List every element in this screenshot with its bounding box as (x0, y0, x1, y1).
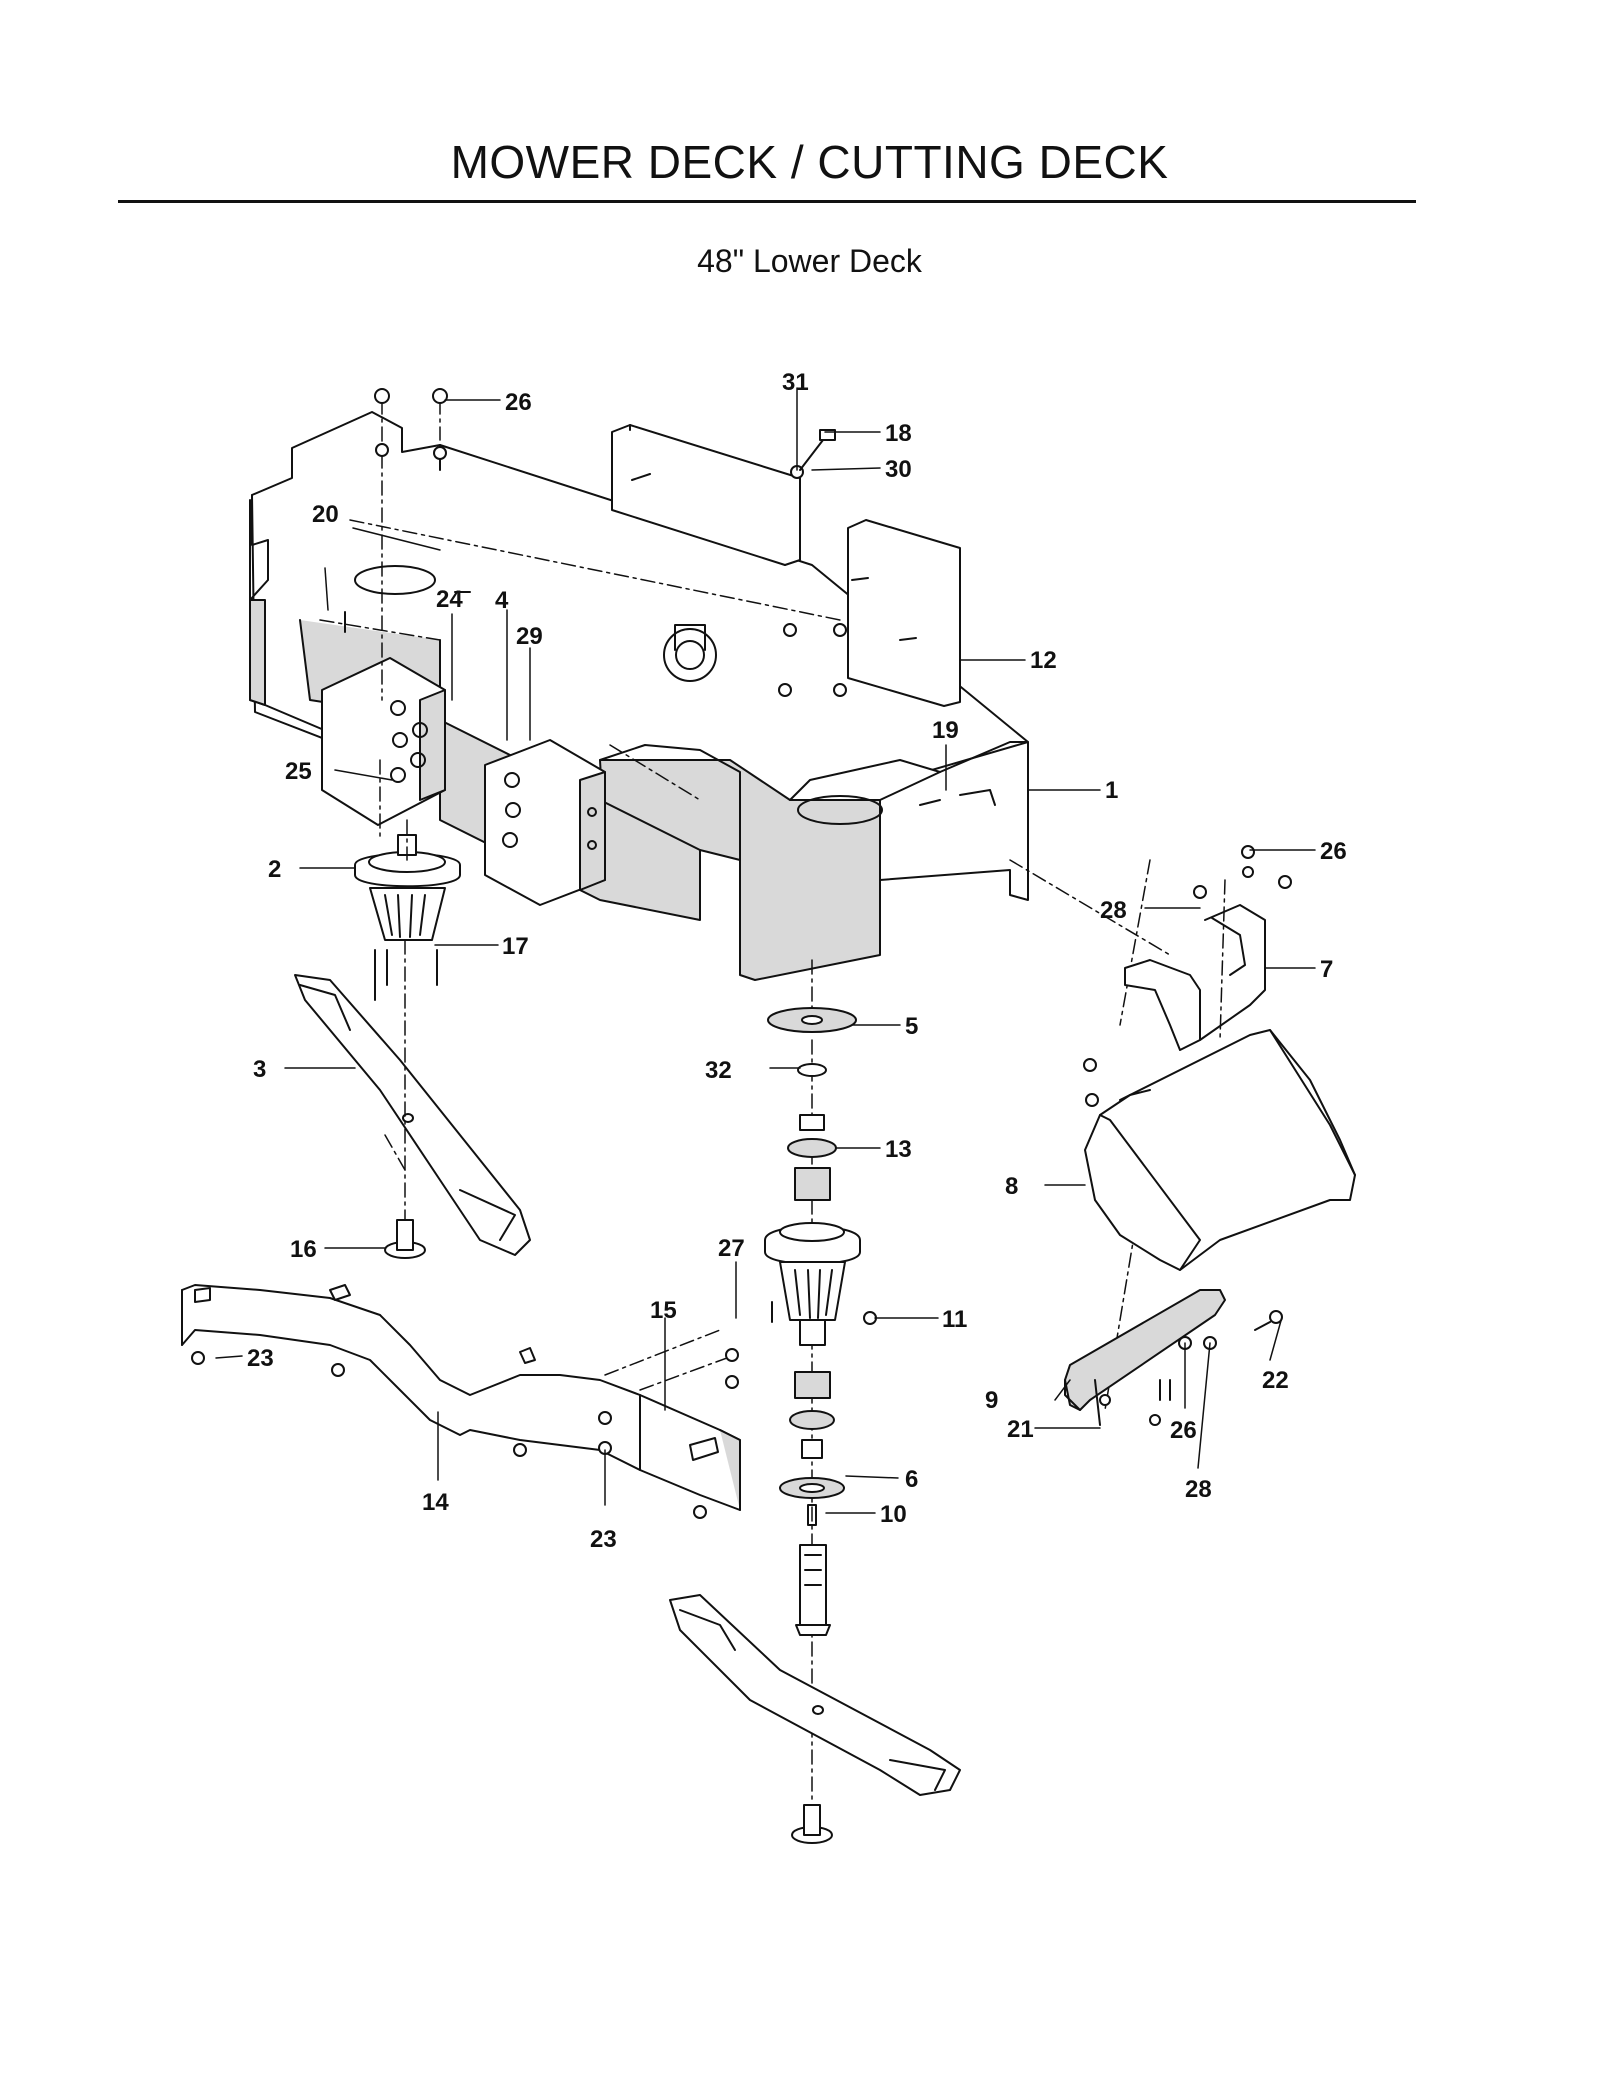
title-rule (118, 200, 1416, 203)
callout-23b: 23 (590, 1526, 617, 1553)
callout-4: 4 (495, 587, 509, 614)
callout-20: 20 (312, 501, 339, 528)
deck-skirt (181, 1284, 741, 1519)
callout-23a: 23 (247, 1345, 274, 1372)
page-title: MOWER DECK / CUTTING DECK (450, 136, 1169, 188)
callout-28b: 28 (1185, 1476, 1212, 1503)
callout-3: 3 (253, 1056, 266, 1083)
callout-27: 27 (718, 1235, 745, 1262)
callout-32: 32 (705, 1057, 732, 1084)
callout-6: 6 (905, 1466, 918, 1493)
chute-hinge-bracket (1064, 1289, 1226, 1411)
left-spindle-housing (354, 834, 461, 941)
callout-15: 15 (650, 1297, 677, 1324)
discharge-chute (1084, 1029, 1356, 1271)
callout-31: 31 (782, 369, 809, 396)
callout-8: 8 (1005, 1173, 1018, 1200)
callout-26c: 26 (1170, 1417, 1197, 1444)
callout-28a: 28 (1100, 897, 1127, 924)
callout-leaders (215, 387, 1316, 1514)
fastener-hardware (344, 388, 1292, 1426)
callout-2: 2 (268, 856, 281, 883)
deck-baffles (611, 424, 961, 707)
callout-17: 17 (502, 933, 529, 960)
callout-labels: 1 2 3 4 5 6 7 8 9 10 11 12 13 14 15 16 1… (247, 369, 1347, 1553)
callout-7: 7 (1320, 956, 1333, 983)
center-blade (669, 1594, 961, 1796)
callout-12: 12 (1030, 647, 1057, 674)
callout-11: 11 (942, 1306, 967, 1333)
callout-29: 29 (516, 623, 543, 650)
callout-5: 5 (905, 1013, 918, 1040)
callout-18: 18 (885, 420, 912, 447)
callout-9: 9 (985, 1387, 998, 1414)
chute-mount-bracket (1124, 904, 1266, 1051)
callout-30: 30 (885, 456, 912, 483)
center-blade-adapter (791, 1804, 833, 1844)
callout-19: 19 (932, 717, 959, 744)
callout-14: 14 (422, 1489, 449, 1516)
callout-22: 22 (1262, 1367, 1289, 1394)
left-blade-adapter (384, 1219, 426, 1259)
callout-21: 21 (1007, 1416, 1034, 1443)
spindle-mount-brackets (321, 657, 606, 906)
callout-26b: 26 (1320, 838, 1347, 865)
page-subtitle: 48" Lower Deck (697, 243, 922, 279)
callout-26a: 26 (505, 389, 532, 416)
callout-24: 24 (436, 586, 463, 613)
callout-1: 1 (1105, 777, 1118, 804)
callout-10: 10 (880, 1501, 907, 1528)
center-spindle-stack (764, 1007, 861, 1636)
left-blade (294, 974, 531, 1256)
callout-13: 13 (885, 1136, 912, 1163)
callout-16: 16 (290, 1236, 317, 1263)
callout-25: 25 (285, 758, 312, 785)
